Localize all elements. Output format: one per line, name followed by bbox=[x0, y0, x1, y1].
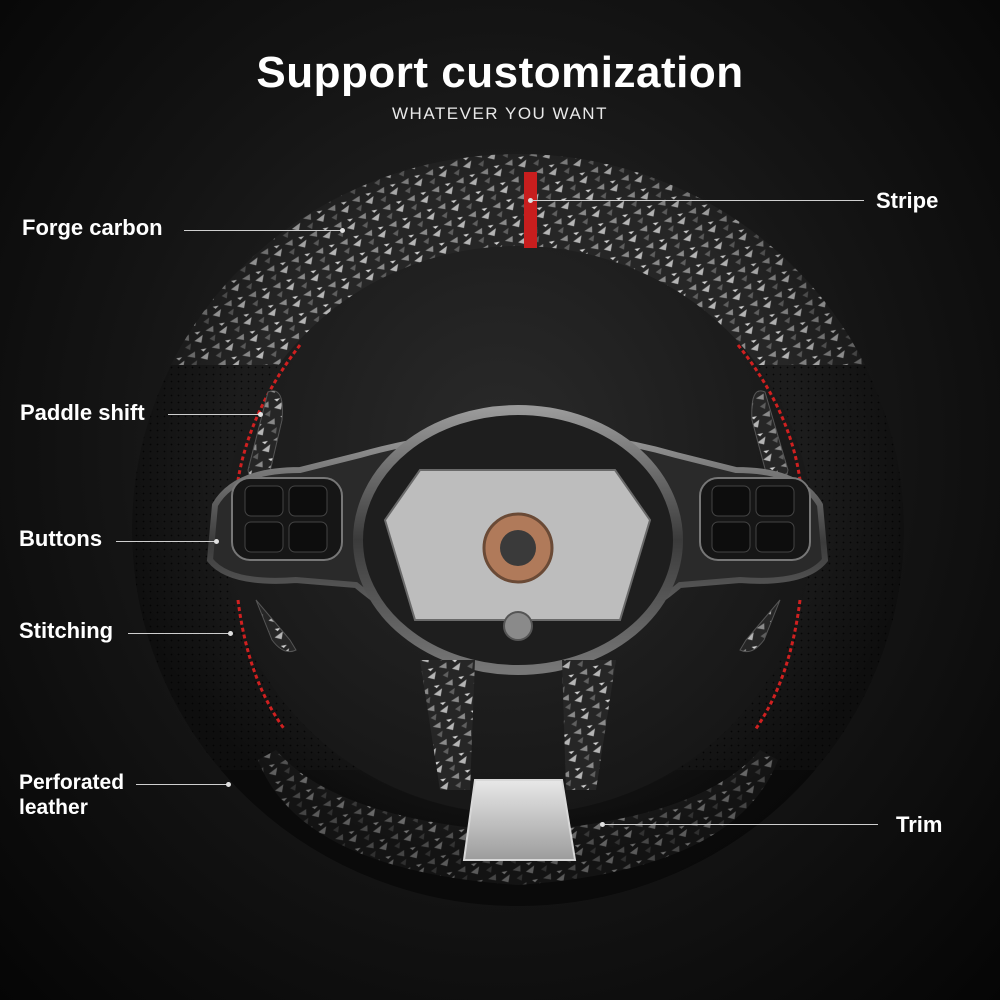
callout-trim-leader bbox=[604, 824, 878, 825]
spoke-lower-left bbox=[420, 660, 475, 790]
stitching-right-upper bbox=[736, 344, 802, 481]
stitching-right-lower bbox=[753, 599, 802, 731]
callout-buttons-dot bbox=[214, 539, 219, 544]
callout-paddle-shift-dot bbox=[258, 412, 263, 417]
spoke-lower-right bbox=[562, 660, 616, 790]
callout-stitching-leader bbox=[128, 633, 230, 634]
callout-stripe-label: Stripe bbox=[876, 188, 939, 213]
trim-bezel bbox=[462, 779, 577, 861]
callout-stripe-dot bbox=[528, 198, 533, 203]
callout-trim-label: Trim bbox=[896, 812, 943, 837]
callout-perforated-leather-leader bbox=[136, 784, 228, 785]
page-subtitle: WHATEVER YOU WANT bbox=[392, 104, 608, 123]
callout-perforated-leather-dot bbox=[226, 782, 231, 787]
callout-forge-carbon-label: Forge carbon bbox=[22, 215, 163, 240]
stitching-left-upper bbox=[236, 344, 302, 481]
callout-perforated-leather-line2: leather bbox=[19, 796, 88, 819]
callout-forge-carbon-dot bbox=[340, 228, 345, 233]
callout-perforated-leather-label: Perforated leather bbox=[19, 770, 124, 820]
page-title: Support customization bbox=[256, 48, 744, 97]
callout-buttons-leader bbox=[116, 541, 216, 542]
callout-paddle-shift-leader bbox=[168, 414, 260, 415]
callout-paddle-shift-label: Paddle shift bbox=[20, 400, 145, 425]
stitching-left-lower bbox=[236, 599, 287, 731]
paddle-right-lower bbox=[739, 599, 781, 653]
callout-stripe-leader bbox=[532, 200, 864, 201]
callout-stitching-dot bbox=[228, 631, 233, 636]
callout-forge-carbon-leader bbox=[184, 230, 342, 231]
stripe-marker bbox=[524, 172, 537, 248]
callout-buttons-label: Buttons bbox=[19, 526, 103, 551]
paddle-left-lower bbox=[255, 599, 297, 653]
callout-perforated-leather-line1: Perforated bbox=[19, 771, 125, 794]
callout-trim-dot bbox=[600, 822, 605, 827]
callout-stitching-label: Stitching bbox=[19, 618, 114, 643]
